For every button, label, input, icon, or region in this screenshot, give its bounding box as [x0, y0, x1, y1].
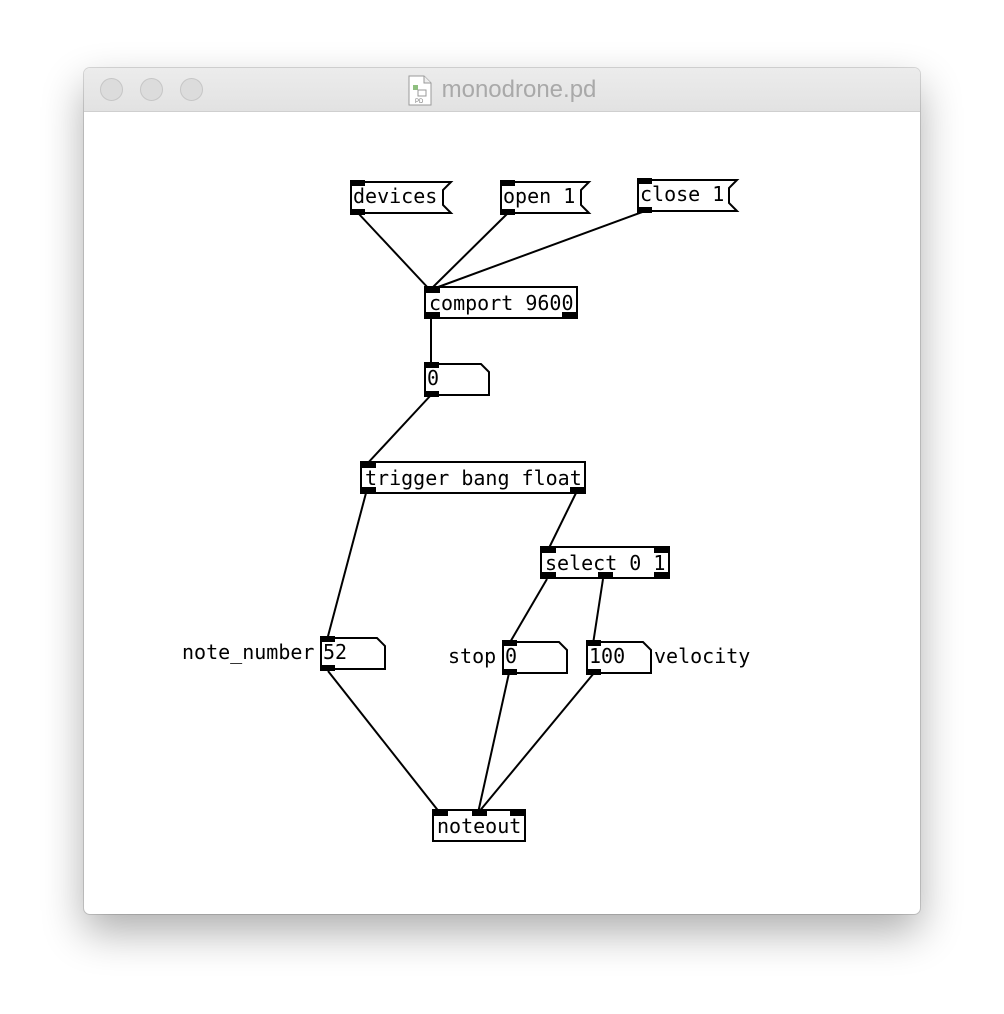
outlet[interactable] [320, 665, 335, 671]
inlet[interactable] [502, 640, 517, 646]
number-value: 0 [505, 644, 518, 668]
outlet[interactable] [350, 209, 365, 215]
outlet-reject[interactable] [654, 572, 669, 578]
number-box-stop[interactable]: 0 [502, 640, 568, 675]
message-text: open 1 [503, 184, 576, 208]
object-text: trigger bang float [365, 466, 582, 490]
outlet-0[interactable] [541, 572, 556, 578]
window-title: monodrone.pd [441, 76, 597, 103]
number-box-outline [502, 641, 568, 674]
wire-trigger-bang-to-note-number[interactable] [326, 492, 367, 641]
object-text: noteout [437, 814, 522, 838]
number-box-comport-value[interactable]: 0 [424, 362, 490, 397]
outlet[interactable] [586, 669, 601, 675]
object-text: comport 9600 [429, 291, 574, 315]
inlet[interactable] [425, 287, 440, 293]
inlet[interactable] [586, 640, 601, 646]
inlet-note[interactable] [433, 810, 448, 816]
outlet-right[interactable] [562, 312, 577, 318]
close-window-button[interactable] [100, 78, 123, 101]
wire-velocity-to-noteout[interactable] [477, 672, 595, 814]
inlet-velocity[interactable] [472, 810, 487, 816]
patch-canvas[interactable]: devices open 1 close 1 comport 9600 0 [84, 112, 920, 914]
wire-stop-to-noteout[interactable] [477, 672, 510, 814]
number-value: 0 [427, 366, 440, 390]
wire-select-0-to-stop[interactable] [508, 578, 548, 645]
outlet[interactable] [500, 209, 515, 215]
outlet[interactable] [502, 669, 517, 675]
wire-select-1-to-velocity[interactable] [592, 578, 604, 645]
note-number-label: note_number [182, 640, 315, 664]
object-noteout[interactable]: noteout [432, 809, 526, 842]
zoom-window-button[interactable] [180, 78, 203, 101]
object-trigger[interactable]: trigger bang float [360, 461, 586, 494]
window-title-group: PD monodrone.pd [84, 74, 920, 106]
message-open[interactable]: open 1 [500, 180, 592, 215]
message-text: devices [353, 184, 438, 208]
stop-label: stop [448, 644, 497, 668]
number-box-velocity[interactable]: 100 [586, 640, 652, 675]
number-value: 100 [589, 644, 626, 668]
wire-trigger-float-to-select[interactable] [547, 492, 577, 551]
inlet[interactable] [350, 180, 365, 186]
patch-connections [326, 210, 646, 814]
svg-text:PD: PD [415, 99, 424, 105]
object-text: select 0 1 [545, 551, 666, 575]
wire-number-to-trigger[interactable] [365, 394, 432, 466]
title-bar[interactable]: PD monodrone.pd [84, 68, 920, 112]
number-box-outline [424, 363, 490, 396]
wire-close-to-comport[interactable] [429, 210, 646, 291]
message-text: close 1 [640, 182, 725, 206]
inlet[interactable] [424, 362, 439, 368]
message-devices[interactable]: devices [350, 180, 454, 215]
inlet-right[interactable] [654, 547, 669, 553]
wire-devices-to-comport[interactable] [357, 212, 431, 291]
number-box-note-number[interactable]: 52 [320, 636, 386, 671]
wire-note-number-to-noteout[interactable] [327, 670, 441, 814]
outlet-left[interactable] [425, 312, 440, 318]
inlet[interactable] [320, 636, 335, 642]
velocity-label: velocity [654, 644, 751, 668]
message-close[interactable]: close 1 [637, 178, 740, 213]
outlet[interactable] [424, 391, 439, 397]
inlet[interactable] [637, 178, 652, 184]
outlet-bang[interactable] [361, 487, 376, 493]
number-value: 52 [323, 640, 348, 664]
inlet-left[interactable] [541, 547, 556, 553]
minimize-window-button[interactable] [140, 78, 163, 101]
outlet-float[interactable] [570, 487, 585, 493]
pd-file-icon: PD [408, 75, 432, 105]
inlet[interactable] [361, 462, 376, 468]
object-select[interactable]: select 0 1 [540, 546, 670, 579]
number-box-outline [320, 637, 386, 670]
outlet-1[interactable] [598, 572, 613, 578]
wire-open-to-comport[interactable] [429, 212, 509, 291]
number-box-outline [586, 641, 652, 674]
inlet[interactable] [500, 180, 515, 186]
object-comport[interactable]: comport 9600 [424, 286, 578, 319]
patch-window: PD monodrone.pd [84, 68, 920, 914]
outlet[interactable] [637, 207, 652, 213]
inlet-channel[interactable] [510, 810, 525, 816]
